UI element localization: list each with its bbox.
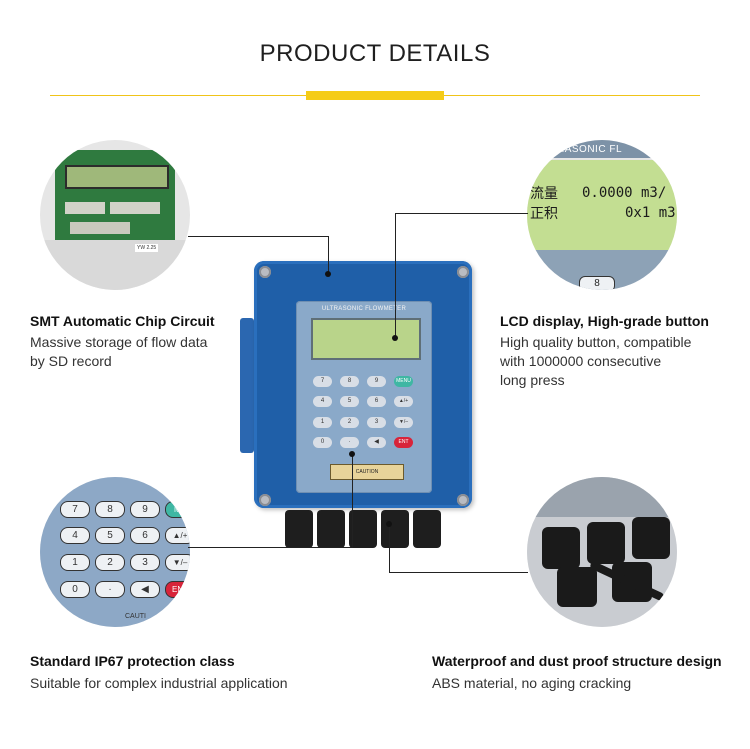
leader-dot [392,335,398,341]
key-7-closeup: 7 [60,501,90,518]
device-key: ENT [394,437,413,448]
device-key: ◀ [367,437,386,448]
feature-title-waterproof: Waterproof and dust proof structure desi… [432,653,722,669]
pcb-lcd-module [65,165,169,189]
screw-icon [259,266,271,278]
key-3-closeup: 3 [130,554,160,571]
device-key: ▼/– [394,417,413,428]
gland-closeup-part [542,527,580,569]
leader-line-gland [389,572,528,573]
leader-dot [349,451,355,457]
keypad-closeup-panel [40,477,190,627]
feature-desc-line: Massive storage of flow data [30,334,208,350]
key-left-closeup: ◀ [130,581,160,598]
device-key: 5 [340,396,359,407]
device-key: 9 [367,376,386,387]
screw-icon [259,494,271,506]
device-key: 1 [313,417,332,428]
lcd-closeup-key: 8 [579,276,615,290]
key-ent-closeup: ENT [165,581,190,598]
gland-closeup-part [557,567,597,607]
device-lcd-screen [311,318,421,360]
device-key: ▲/+ [394,396,413,407]
lcd-line2-value: 0x1 m3 [625,205,676,221]
feature-desc-lcd: High quality button, compatible with 100… [500,333,720,390]
key-9-closeup: 9 [130,501,160,518]
leader-line-circuit [328,236,329,274]
device-key: · [340,437,359,448]
feature-desc-line: long press [500,372,565,388]
device-key: 8 [340,376,359,387]
feature-title-lcd: LCD display, High-grade button [500,313,709,329]
key-0-closeup: 0 [60,581,90,598]
key-4-closeup: 4 [60,527,90,544]
feature-desc-circuit: Massive storage of flow data by SD recor… [30,333,250,371]
key-8-closeup: 8 [95,501,125,518]
caution-label: CAUTION [330,464,404,480]
lcd-closeup-header: RASONIC FL [527,140,677,158]
feature-title-protection: Standard IP67 protection class [30,653,235,669]
key-5-closeup: 5 [95,527,125,544]
cable-gland [285,510,313,548]
lcd-closeup-screen [527,160,677,250]
leader-line-gland [389,525,390,573]
title-accent-bar [306,91,444,100]
key-menu-closeup: ME [165,501,190,518]
leader-line-circuit [188,236,329,237]
leader-line-lcd [395,213,528,214]
cable-gland [381,510,409,548]
pcb-terminal-block [70,222,130,234]
key-up-closeup: ▲/+ [165,527,190,544]
feature-title-circuit: SMT Automatic Chip Circuit [30,313,215,329]
key-1-closeup: 1 [60,554,90,571]
device-key: 4 [313,396,332,407]
device-key: 7 [313,376,332,387]
cable-gland [349,510,377,548]
feature-desc-waterproof: ABS material, no aging cracking [432,674,732,693]
gland-closeup-part [587,522,625,564]
feature-desc-line: by SD record [30,353,112,369]
device-panel-label: ULTRASONIC FLOWMETER [321,306,407,312]
key-dot-closeup: · [95,581,125,598]
gland-closeup-part [632,517,670,559]
device-key: MENU [394,376,413,387]
screw-icon [457,266,469,278]
device-key: 3 [367,417,386,428]
pcb-terminal-block [65,202,105,214]
lcd-display-closeup: RASONIC FL 流量 0.0000 m3/ 正积 0x1 m3 8 [527,140,677,290]
keypad-closeup: 7 8 9 ME 4 5 6 ▲/+ 1 2 3 ▼/– 0 · ◀ ENT C… [40,477,190,627]
key-2-closeup: 2 [95,554,125,571]
pcb-sticker-label: YW 2.25 [135,244,159,252]
leader-line-keypad [188,547,353,548]
leader-dot [386,521,392,527]
keypad-closeup-caution: CAUTI [125,613,146,620]
screw-icon [457,494,469,506]
lcd-line2-label: 正积 [530,206,558,222]
feature-desc-line: with 1000000 consecutive [500,353,662,369]
circuit-board-closeup: YW 2.25 [40,140,190,290]
feature-desc-protection: Suitable for complex industrial applicat… [30,674,330,693]
cable-gland-closeup [527,477,677,627]
device-key: 6 [367,396,386,407]
feature-desc-line: ABS material, no aging cracking [432,675,632,691]
page-title: PRODUCT DETAILS [259,40,491,67]
device-key: 2 [340,417,359,428]
device-hinge [240,318,254,453]
pcb-terminal-block [110,202,160,214]
cable-gland [413,510,441,548]
leader-line-keypad [352,455,353,548]
leader-line-lcd [395,213,396,337]
lcd-line1-label: 流量 [530,186,558,202]
feature-desc-line: Suitable for complex industrial applicat… [30,675,288,691]
lcd-line1-value: 0.0000 m3/ [582,185,667,201]
feature-desc-line: High quality button, compatible [500,334,692,350]
key-down-closeup: ▼/– [165,554,190,571]
key-6-closeup: 6 [130,527,160,544]
pcb-mount-plate [40,240,190,290]
cable-gland [317,510,345,548]
device-key: 0 [313,437,332,448]
gland-closeup-enclosure [527,477,677,517]
leader-dot [325,271,331,277]
